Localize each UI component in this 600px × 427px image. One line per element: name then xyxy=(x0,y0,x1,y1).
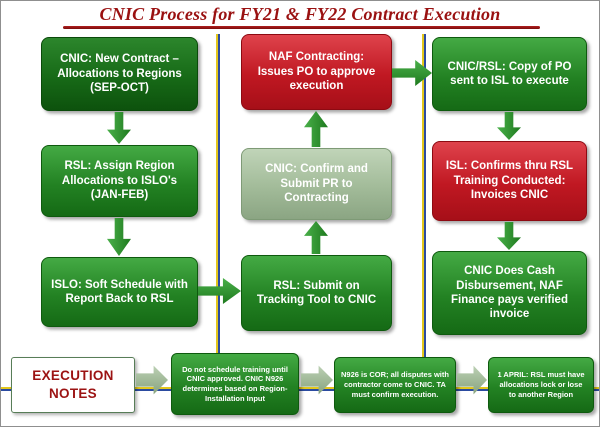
box-cnic-rsl-copy-po: CNIC/RSL: Copy of PO sent to ISL to exec… xyxy=(432,37,587,111)
page-title: CNIC Process for FY21 & FY22 Contract Ex… xyxy=(99,4,501,24)
divider-line-horizontal-yellow xyxy=(1,387,599,389)
title-underline xyxy=(63,26,540,29)
divider-line-vertical-1-yellow xyxy=(216,34,218,389)
arrow-down-icon xyxy=(497,112,521,140)
box-cnic-cash-disbursement: CNIC Does Cash Disbursement, NAF Finance… xyxy=(432,251,587,335)
arrow-down-icon xyxy=(107,218,131,256)
box-islo-soft-schedule: ISLO: Soft Schedule with Report Back to … xyxy=(41,257,198,327)
arrow-right-icon xyxy=(392,60,432,86)
arrow-down-icon xyxy=(497,222,521,250)
note-box-schedule-training: Do not schedule training until CNIC appr… xyxy=(171,353,299,415)
divider-line-vertical-2-blue xyxy=(424,34,426,389)
execution-notes-label: EXECUTION NOTES xyxy=(11,357,135,413)
box-rsl-assign-allocations: RSL: Assign Region Allocations to ISLO's… xyxy=(41,145,198,217)
box-rsl-submit-tracking: RSL: Submit on Tracking Tool to CNIC xyxy=(241,255,392,331)
arrow-up-icon xyxy=(304,111,328,147)
box-isl-confirms-invoices: ISL: Confirms thru RSL Training Conducte… xyxy=(432,141,587,221)
divider-line-vertical-2-yellow xyxy=(422,34,424,389)
box-cnic-confirm-pr: CNIC: Confirm and Submit PR to Contracti… xyxy=(241,148,392,220)
note-box-april-deadline: 1 APRIL: RSL must have allocations lock … xyxy=(488,357,594,413)
divider-line-vertical-1-blue xyxy=(218,34,220,389)
box-naf-contracting-po: NAF Contracting: Issues PO to approve ex… xyxy=(241,34,392,110)
box-cnic-new-contract: CNIC: New Contract – Allocations to Regi… xyxy=(41,37,198,111)
divider-line-horizontal-blue xyxy=(1,389,599,391)
arrow-down-icon xyxy=(107,112,131,144)
note-box-n926-cor: N926 is COR; all disputes with contracto… xyxy=(334,357,456,413)
arrow-up-icon xyxy=(304,221,328,254)
